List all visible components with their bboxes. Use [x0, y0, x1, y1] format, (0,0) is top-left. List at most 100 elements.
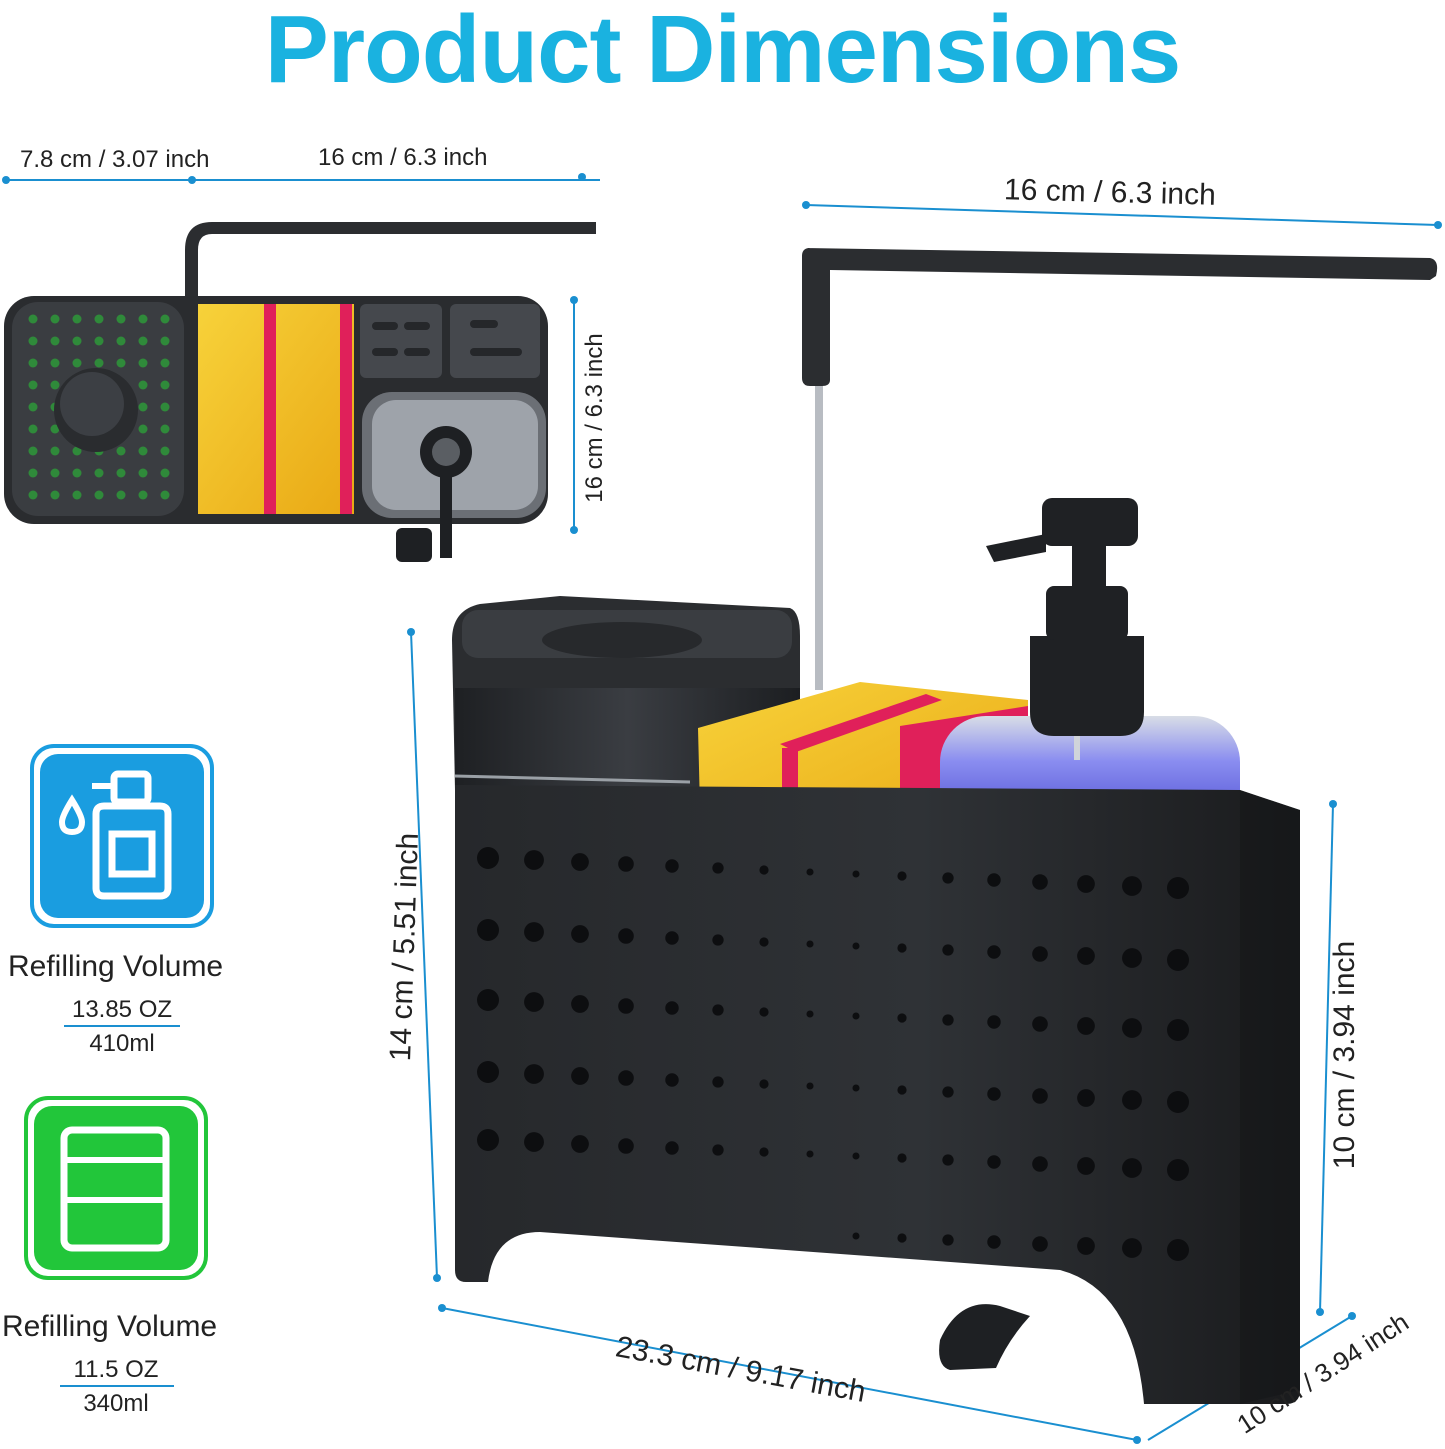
basket-hole: [524, 1064, 544, 1084]
basket-hole: [712, 1004, 724, 1016]
basket-hole: [1167, 1091, 1189, 1113]
volume-ml: 410ml: [89, 1030, 155, 1057]
basket-hole: [852, 870, 860, 878]
basket-hole: [571, 995, 589, 1013]
basket-hole: [1077, 875, 1095, 893]
basket-hole: [618, 998, 634, 1014]
basket-hole: [1167, 1019, 1189, 1041]
height-total-measure: [407, 628, 441, 1282]
basket-hole: [1122, 1018, 1142, 1038]
basket-hole: [942, 1234, 954, 1246]
basket-holes: [477, 847, 1189, 1261]
top-width-measure: [2, 173, 600, 184]
top-width-right-label: 16 cm / 6.3 inch: [318, 144, 488, 171]
basket-hole: [665, 1001, 679, 1015]
basket-hole: [1167, 1239, 1189, 1261]
basket-hole: [897, 1013, 907, 1023]
basket-hole: [987, 945, 1001, 959]
basket-hole: [712, 1076, 724, 1088]
basket-hole: [477, 919, 499, 941]
basket-hole: [1077, 1157, 1095, 1175]
volume-label: Refilling Volume: [2, 1310, 218, 1343]
basket-hole: [1032, 946, 1048, 962]
basket-hole: [806, 940, 814, 948]
basket-hole: [571, 1067, 589, 1085]
basket-hole: [1167, 949, 1189, 971]
basket-hole: [618, 928, 634, 944]
top-depth-label: 16 cm / 6.3 inch: [581, 333, 608, 503]
basket-hole: [806, 868, 814, 876]
basket-hole: [712, 934, 724, 946]
basket-hole: [571, 853, 589, 871]
basket-hole: [1077, 1237, 1095, 1255]
basket-hole: [897, 943, 907, 953]
basket-hole: [759, 1147, 769, 1157]
basket-hole: [1167, 1159, 1189, 1181]
basket-hole: [1122, 1090, 1142, 1110]
basket-hole: [987, 873, 1001, 887]
top-view-product: [4, 222, 596, 562]
basket-hole: [897, 1233, 907, 1243]
top-depth-measure: [570, 296, 578, 534]
basket-hole: [571, 925, 589, 943]
basket-hole: [571, 1135, 589, 1153]
top-width-left-label: 7.8 cm / 3.07 inch: [20, 146, 210, 173]
basket-hole: [665, 931, 679, 945]
basket-hole: [618, 1138, 634, 1154]
basket-hole: [477, 1061, 499, 1083]
volume-ml: 340ml: [83, 1390, 149, 1417]
basket-hole: [1167, 877, 1189, 899]
basket-hole: [1032, 874, 1048, 890]
basket-hole: [1122, 948, 1142, 968]
basket-hole: [897, 1085, 907, 1095]
page-title: Product Dimensions: [264, 0, 1181, 103]
basket-hole: [477, 1129, 499, 1151]
basket-hole: [665, 1073, 679, 1087]
basket-hole: [712, 862, 724, 874]
basket-hole: [987, 1087, 1001, 1101]
basket-hole: [1077, 1089, 1095, 1107]
basket-hole: [806, 1082, 814, 1090]
basket-hole: [477, 989, 499, 1011]
basket-hole: [759, 937, 769, 947]
height-basket-measure: [1316, 800, 1337, 1316]
basket-hole: [942, 872, 954, 884]
height-basket-label: 10 cm / 3.94 inch: [1328, 940, 1361, 1170]
basket-hole: [942, 1014, 954, 1026]
basket-hole: [1032, 1156, 1048, 1172]
basket-hole: [1032, 1016, 1048, 1032]
basket-hole: [987, 1235, 1001, 1249]
basket-hole: [942, 944, 954, 956]
basket-hole: [852, 942, 860, 950]
basket-hole: [987, 1015, 1001, 1029]
basket-hole: [806, 1010, 814, 1018]
arm-width-label: 16 cm / 6.3 inch: [1003, 173, 1217, 212]
basket-hole: [759, 1007, 769, 1017]
basket-hole: [524, 922, 544, 942]
spray-bottle-icon: [30, 744, 214, 928]
volume-oz: 13.85 OZ: [71, 996, 173, 1023]
basket-hole: [1122, 1158, 1142, 1178]
basket-hole: [942, 1086, 954, 1098]
basket-hole: [806, 1150, 814, 1158]
basket-hole: [665, 859, 679, 873]
basket-hole: [942, 1154, 954, 1166]
basket-hole: [1077, 1017, 1095, 1035]
basket-hole: [852, 1084, 860, 1092]
basket-hole: [759, 865, 769, 875]
basket-hole: [618, 1070, 634, 1086]
basket-hole: [1122, 1238, 1142, 1258]
basket-hole: [852, 1012, 860, 1020]
basket-hole: [618, 856, 634, 872]
basket-hole: [852, 1232, 860, 1240]
basket-hole: [897, 871, 907, 881]
basket-hole: [1122, 876, 1142, 896]
basket-hole: [1032, 1236, 1048, 1252]
arm-width-measure: [802, 201, 1442, 229]
basket-hole: [987, 1155, 1001, 1169]
volume-label: Refilling Volume: [8, 950, 224, 983]
basket-hole: [759, 1079, 769, 1089]
volume-oz: 11.5 OZ: [73, 1356, 159, 1383]
container-icon: [24, 1096, 208, 1280]
